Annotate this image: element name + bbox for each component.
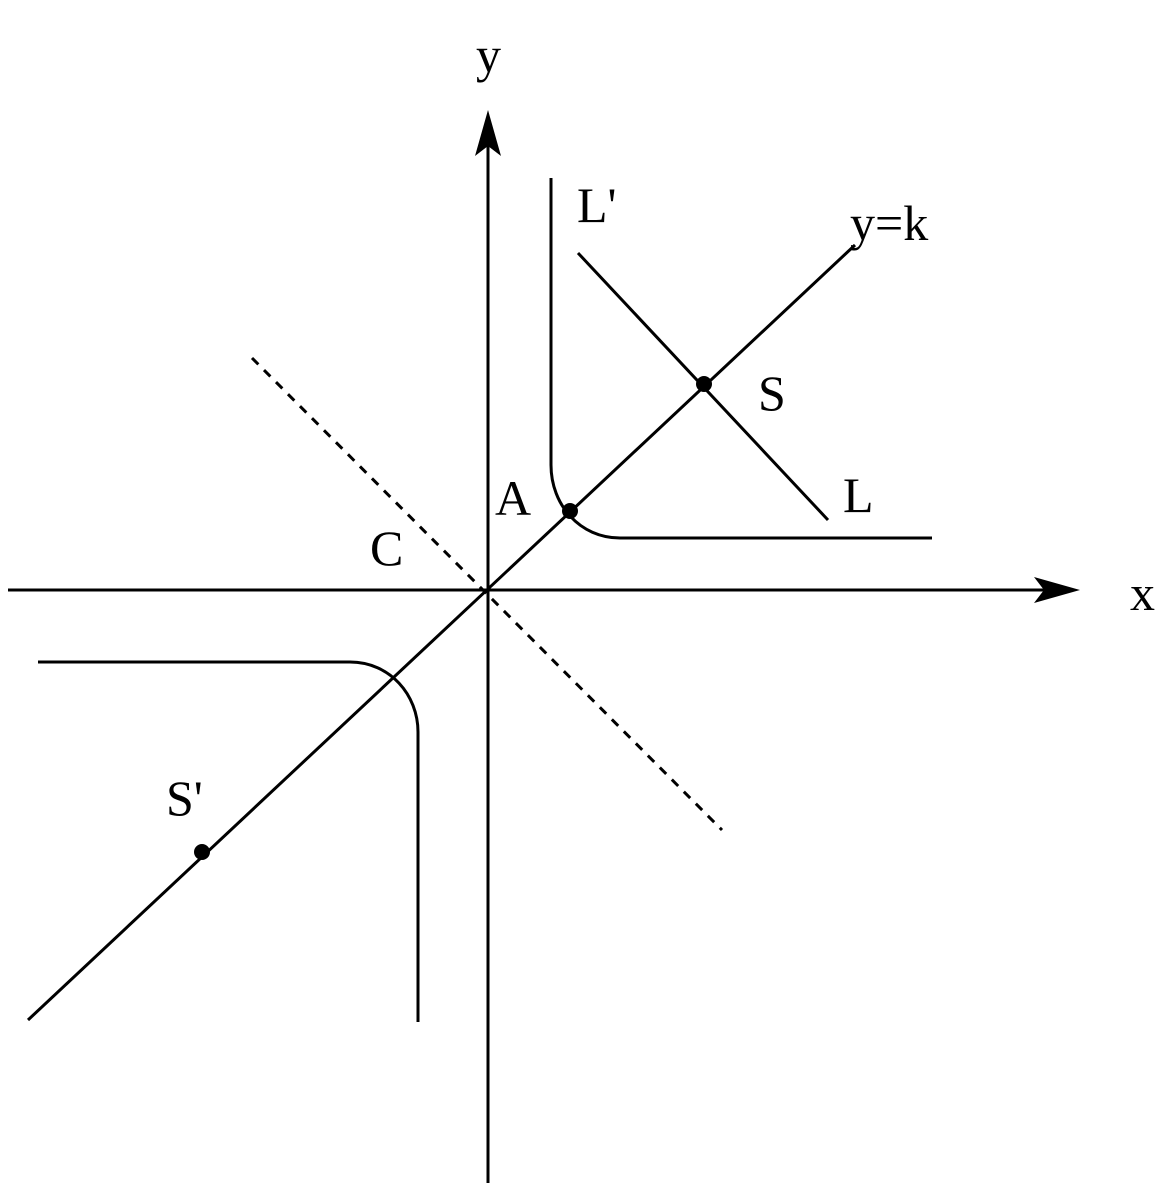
x-axis-arrow-icon: [1034, 577, 1080, 603]
point-A: [562, 503, 578, 519]
point-C-label: C: [370, 520, 403, 576]
line-L-label: L: [843, 467, 874, 523]
point-S-label: S: [758, 365, 786, 421]
y-axis-label: y: [476, 27, 501, 83]
point-A-label: A: [495, 470, 531, 526]
diagonal-label: y=k: [850, 195, 928, 251]
x-axis-label: x: [1130, 565, 1155, 621]
point-S: [696, 376, 712, 392]
point-S-prime: [194, 844, 210, 860]
curve-label: L': [577, 177, 617, 233]
y-axis-arrow-icon: [475, 110, 501, 156]
diagonal-line: [26, 243, 857, 1022]
lower-curve: [38, 660, 420, 1022]
point-S-prime-label: S': [166, 770, 203, 826]
